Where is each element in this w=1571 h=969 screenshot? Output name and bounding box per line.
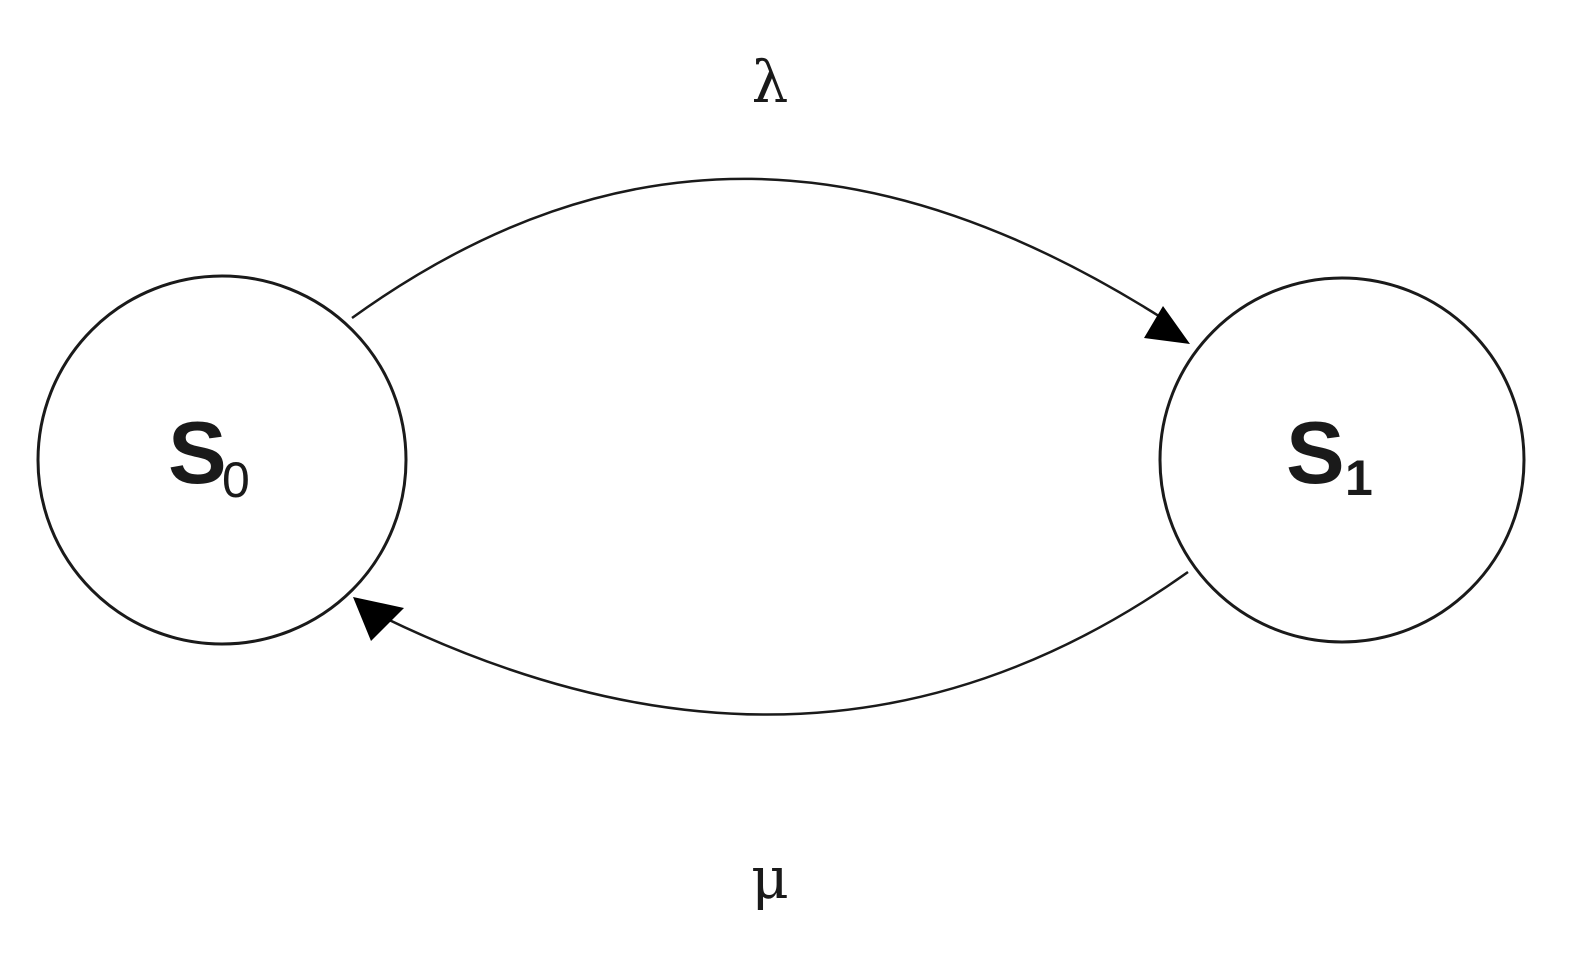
rate-label-lambda: λ xyxy=(752,48,789,116)
state-s1-circle xyxy=(1158,276,1526,644)
state-s0-label: S xyxy=(168,403,227,502)
state-s0-circle xyxy=(36,274,408,646)
transition-s1-to-s0 xyxy=(384,570,1189,716)
state-s0: S 0 xyxy=(36,274,408,646)
arrowhead-s0-to-s1 xyxy=(1144,306,1190,344)
arrowhead-s1-to-s0 xyxy=(353,597,404,641)
transition-s0-to-s1 xyxy=(351,177,1163,320)
state-s1-subscript: 1 xyxy=(1345,450,1373,506)
rate-label-mu: μ xyxy=(751,844,789,912)
state-s1-label: S xyxy=(1286,403,1345,502)
state-s0-subscript: 0 xyxy=(222,452,250,508)
state-s1: S 1 xyxy=(1158,276,1526,644)
